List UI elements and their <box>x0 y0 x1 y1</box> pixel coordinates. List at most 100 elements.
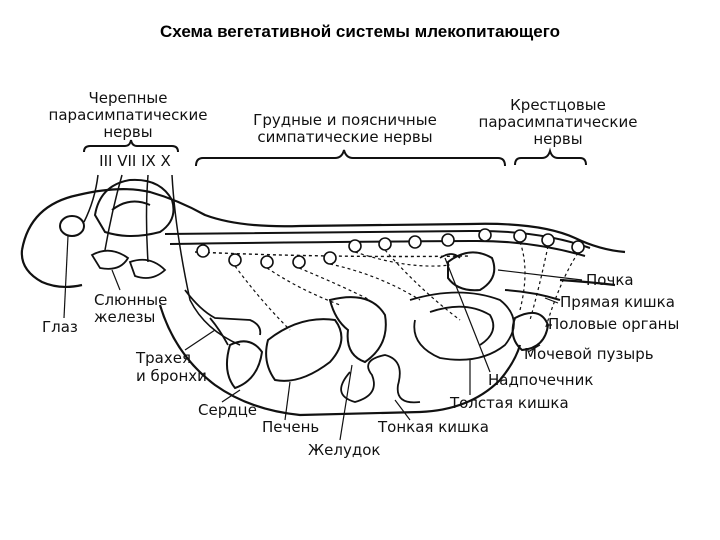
label-sacral-line1: Крестцовые <box>510 96 606 114</box>
salivary-glands <box>90 249 167 279</box>
stomach-outline <box>328 296 387 364</box>
salivary-gland-lower <box>128 258 167 279</box>
heart-outline <box>225 340 264 390</box>
label-salivary-line2: железы <box>94 308 155 326</box>
brain <box>93 178 175 237</box>
ganglion <box>513 229 527 243</box>
label-salivary-line1: Слюнные <box>94 291 167 309</box>
adrenal <box>439 253 461 259</box>
brain-outline <box>93 178 175 237</box>
body-belly <box>158 304 522 417</box>
labels-left: Желудок Печень Сердце Трахея и бронхи Гл… <box>42 291 380 459</box>
bracket-thoracic <box>195 149 506 167</box>
label-colon: Толстая кишка <box>449 394 569 412</box>
label-sacral: Крестцовые парасимпатические нервы <box>479 96 638 148</box>
label-cranial-line2: парасимпатические <box>49 106 208 124</box>
pointer-eye <box>63 235 69 319</box>
heart <box>225 340 264 390</box>
bracket-cranial <box>83 139 179 153</box>
label-liver: Печень <box>262 418 319 436</box>
fiber <box>266 267 341 306</box>
trachea-tube <box>184 289 262 336</box>
small-intestine <box>340 354 421 404</box>
salivary-gland-upper <box>90 249 130 270</box>
intestines <box>340 291 515 404</box>
pointer-liver <box>284 381 291 421</box>
spinal-cord-lower <box>169 239 586 257</box>
fiber <box>529 245 549 321</box>
label-trachea-line1: Трахея <box>135 349 191 367</box>
label-kidney: Почка <box>586 271 634 289</box>
label-sacral-line2: парасимпатические <box>479 113 638 131</box>
fiber <box>298 267 371 301</box>
brackets <box>83 139 587 167</box>
kidney-outline <box>447 251 496 292</box>
label-cranial-line1: Черепные <box>89 89 168 107</box>
stomach <box>328 296 387 364</box>
colon <box>409 291 515 361</box>
label-cranial-nerve-numbers: III VII IX X <box>99 152 171 170</box>
bronchi <box>209 317 229 346</box>
pointer-salivary <box>111 269 121 291</box>
pointer-small-intestine <box>394 399 411 421</box>
rectum <box>504 289 561 301</box>
fiber <box>544 252 579 331</box>
label-stomach: Желудок <box>308 441 380 459</box>
label-trachea-line2: и бронхи <box>136 367 207 385</box>
label-heart: Сердце <box>198 401 257 419</box>
ganglion <box>441 233 455 247</box>
label-eye: Глаз <box>42 318 78 336</box>
pointer-bladder <box>527 344 541 353</box>
trachea <box>184 289 262 346</box>
kidney <box>447 251 496 292</box>
ganglion <box>478 228 492 242</box>
ganglion <box>196 244 210 258</box>
body-back-and-head <box>20 188 626 254</box>
label-thoracic-line1: Грудные и поясничные <box>253 111 437 129</box>
ganglion <box>323 251 337 265</box>
fiber <box>354 251 451 267</box>
label-sacral-line3: нервы <box>533 130 582 148</box>
pointer-stomach <box>339 364 353 441</box>
ganglion <box>408 235 422 249</box>
label-cranial: Черепные парасимпатические нервы III VII… <box>49 89 208 170</box>
adrenal-outline <box>439 253 461 259</box>
ganglion <box>260 255 274 269</box>
label-rectum: Прямая кишка <box>560 293 675 311</box>
ganglion <box>571 240 585 254</box>
ganglion <box>348 239 362 253</box>
bladder <box>511 311 550 352</box>
nerve-ix <box>145 174 149 263</box>
label-thoracic-line2: симпатические нервы <box>257 128 432 146</box>
fiber <box>234 265 291 331</box>
bladder-outline <box>511 311 550 352</box>
liver-outline <box>265 318 343 382</box>
fiber <box>519 241 526 311</box>
label-thoracic: Грудные и поясничные симпатические нервы <box>253 111 437 146</box>
ganglion <box>292 255 306 269</box>
pointer-trachea <box>184 329 216 351</box>
rectum-tube <box>504 289 561 301</box>
eye <box>59 215 85 237</box>
pointer-kidney <box>497 269 583 281</box>
bracket-sacral <box>514 147 587 166</box>
label-adrenal: Надпочечник <box>488 371 593 389</box>
label-small-intestine: Тонкая кишка <box>377 418 489 436</box>
label-genitals: Половые органы <box>548 315 679 333</box>
fiber <box>384 249 461 321</box>
labels-right: Почка Прямая кишка Половые органы Мочево… <box>377 271 679 436</box>
ganglion <box>541 233 555 247</box>
colon-inner <box>429 305 495 346</box>
liver <box>265 318 343 382</box>
pointer-adrenal <box>444 257 491 373</box>
ganglion <box>228 253 242 267</box>
eye-outline <box>59 215 85 237</box>
brain-fold <box>111 200 151 211</box>
nerve-iii <box>83 174 99 223</box>
snout <box>20 249 83 289</box>
page-title: Схема вегетативной системы млекопитающег… <box>160 22 560 41</box>
pointer-heart <box>221 389 241 403</box>
label-cranial-line3: нервы <box>103 123 152 141</box>
fiber <box>329 263 421 301</box>
